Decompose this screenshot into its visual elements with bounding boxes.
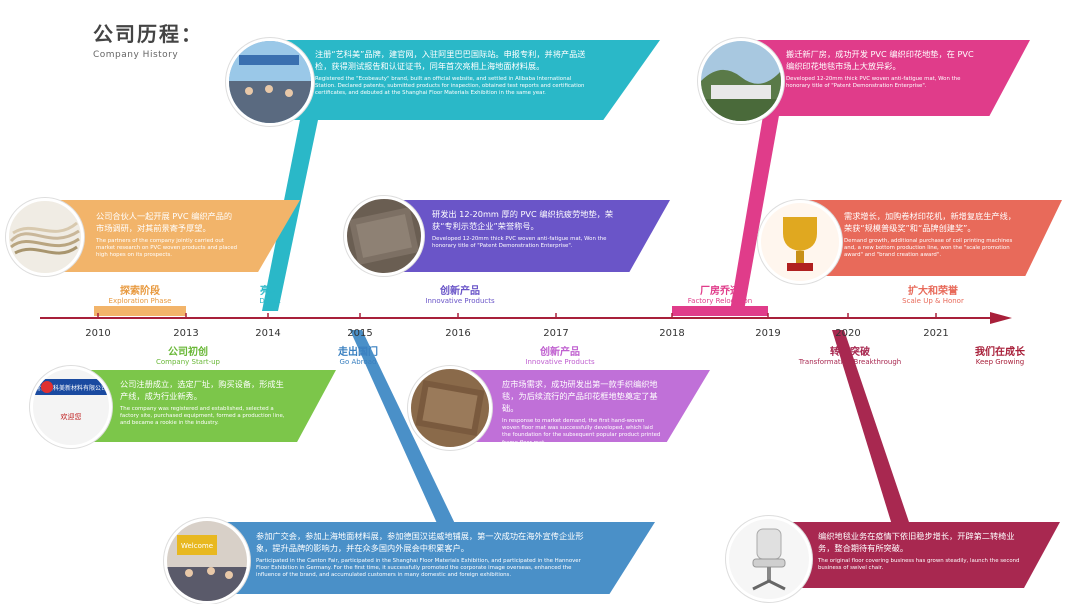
connector-transformation — [832, 330, 910, 525]
stage-innovative-bottom: 创新产品 Innovative Products — [525, 347, 595, 366]
card-startup: 公司注册成立，选定厂址，购买设备，形成生产线，成为行业新秀。 The compa… — [58, 370, 336, 442]
photo-pvc-strands — [6, 198, 84, 276]
year-label: 2020 — [835, 328, 860, 339]
photo-anti-fatigue-mat — [344, 196, 424, 276]
stage-startup: 公司初创 Company Start-up — [155, 347, 221, 366]
stage-factory: 厂房乔迁 Factory Relocation — [687, 286, 753, 305]
year-label: 2014 — [255, 328, 280, 339]
factory-bar — [672, 306, 768, 316]
photo-hand-woven-mat — [408, 366, 492, 450]
page-title: 公司历程： — [93, 22, 203, 46]
timeline-ticks — [97, 313, 937, 318]
card-innovative-top: 研发出 12-20mm 厚的 PVC 编织抗疲劳地垫，荣获“专利示范企业”荣誉称… — [380, 200, 670, 272]
timeline-years: 2010 2013 2014 2015 2016 2017 2018 2019 2020 2021 — [85, 328, 948, 339]
stage-debut: 亮相 Debut — [259, 286, 281, 305]
photo-canton-fair: Welcome — [164, 518, 250, 604]
year-label: 2015 — [347, 328, 372, 339]
year-label: 2016 — [445, 328, 470, 339]
photo-exhibition — [226, 38, 314, 126]
photo-trophy — [758, 200, 842, 284]
year-label: 2018 — [659, 328, 684, 339]
connector-factory — [730, 110, 780, 311]
year-label: 2013 — [173, 328, 198, 339]
card-debut: 注册“艺科美”品牌，建官网，入驻阿里巴巴国际站。申报专利，并将产品送检，获得测试… — [255, 40, 660, 120]
connector-abroad — [350, 330, 458, 530]
year-label: 2017 — [543, 328, 568, 339]
timeline-arrow — [990, 312, 1012, 324]
card-exploration: 公司合伙人一起开展 PVC 编织产品的市场调研，对其前景寄予厚望。 The pa… — [38, 200, 300, 272]
exploration-bar — [94, 306, 186, 316]
stage-scale: 扩大和荣誉 Scale Up & Honor — [902, 286, 964, 305]
sign-company-name: 常州艺科美新材料有限公司 — [35, 384, 107, 392]
card-abroad: 参加广交会，参加上海地面材料展，参加德国汉诺威地铺展，第一次成功在海外宣传企业形… — [200, 522, 655, 594]
stage-abroad: 走出国门 Go Abroad — [338, 347, 378, 366]
stage-exploration: 探索阶段 Exploration Phase — [108, 286, 172, 305]
sign-welcome: 欢迎您 — [61, 412, 82, 421]
photo-company-sign: 常州艺科美新材料有限公司 欢迎您 — [30, 366, 112, 448]
photo-swivel-chair — [726, 516, 812, 602]
year-label: 2019 — [755, 328, 780, 339]
stage-transformation: 转型突破 Transformation Breakthrough — [798, 347, 902, 366]
year-label: 2010 — [85, 328, 110, 339]
card-scale: 需求增长，加购卷材印花机，新增复底生产线，荣获“规模普级奖”和“品牌创建奖”。 … — [800, 200, 1062, 276]
page-subtitle: Company History — [93, 50, 179, 60]
card-factory: 搬迁新厂房，成功开发 PVC 编织印花地垫，在 PVC 编织印花地毯市场上大放异… — [740, 40, 1030, 116]
expo-welcome-sign: Welcome — [181, 542, 213, 550]
photo-new-factory — [698, 38, 784, 124]
year-label: 2021 — [923, 328, 948, 339]
stage-growing: 我们在成长 Keep Growing — [975, 347, 1025, 366]
stage-innovative-top: 创新产品 Innovative Products — [425, 286, 495, 305]
